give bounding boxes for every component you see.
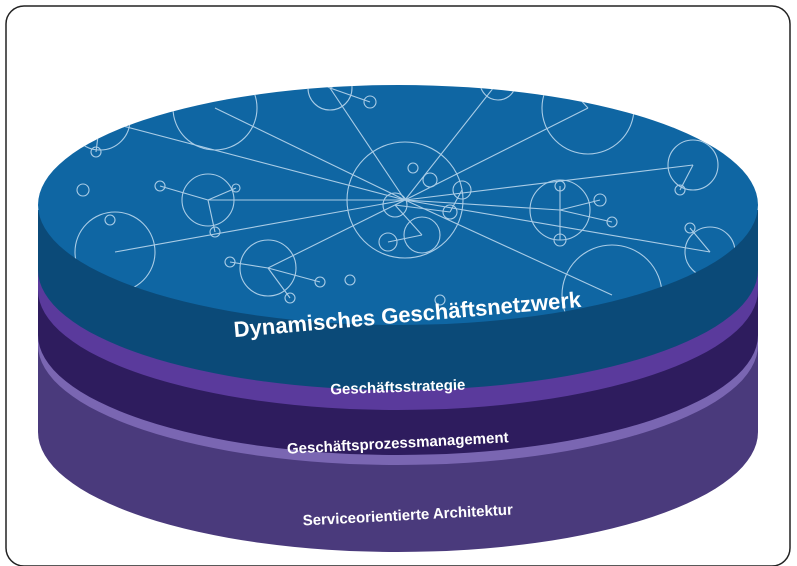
network-link [207,187,237,201]
network-node [224,256,236,268]
network-link [159,185,209,201]
network-link [404,199,561,211]
network-node [76,183,90,197]
network-node [442,204,458,220]
network-link [404,85,499,201]
network-link [404,199,613,296]
network-node [209,226,221,238]
network-link [404,199,711,253]
network-link [329,87,406,201]
network-node [684,222,696,234]
network-node [452,180,472,200]
network-link [404,107,589,201]
network-node [479,85,517,101]
network-node [593,193,607,207]
network-node [284,292,296,304]
network-link [329,87,371,103]
network-node [407,162,419,174]
network-link [214,107,406,201]
network-node [154,180,166,192]
network-node [403,216,441,254]
network-node [363,95,377,109]
network-node [554,180,566,192]
network-node [90,146,102,158]
network-node [104,214,116,226]
network-node [606,216,618,228]
network-link [267,267,291,299]
network-node [378,232,398,252]
network-link [267,199,406,269]
network-node [553,233,567,247]
label-strategy: Geschäftsstrategie [330,377,466,399]
network-link [394,204,423,236]
network-link [559,199,601,211]
network-link [229,261,269,269]
network-link [387,234,423,243]
network-node [667,139,719,191]
network-node [382,192,408,218]
network-link [99,119,406,201]
network-link [559,209,613,223]
network-graph [69,85,736,325]
network-node [344,274,356,286]
network-node [231,183,241,193]
network-node [314,276,326,288]
network-node [239,239,297,297]
network-link [114,199,406,253]
network-node [674,184,686,196]
network-link [267,267,321,283]
network-node [434,294,446,306]
